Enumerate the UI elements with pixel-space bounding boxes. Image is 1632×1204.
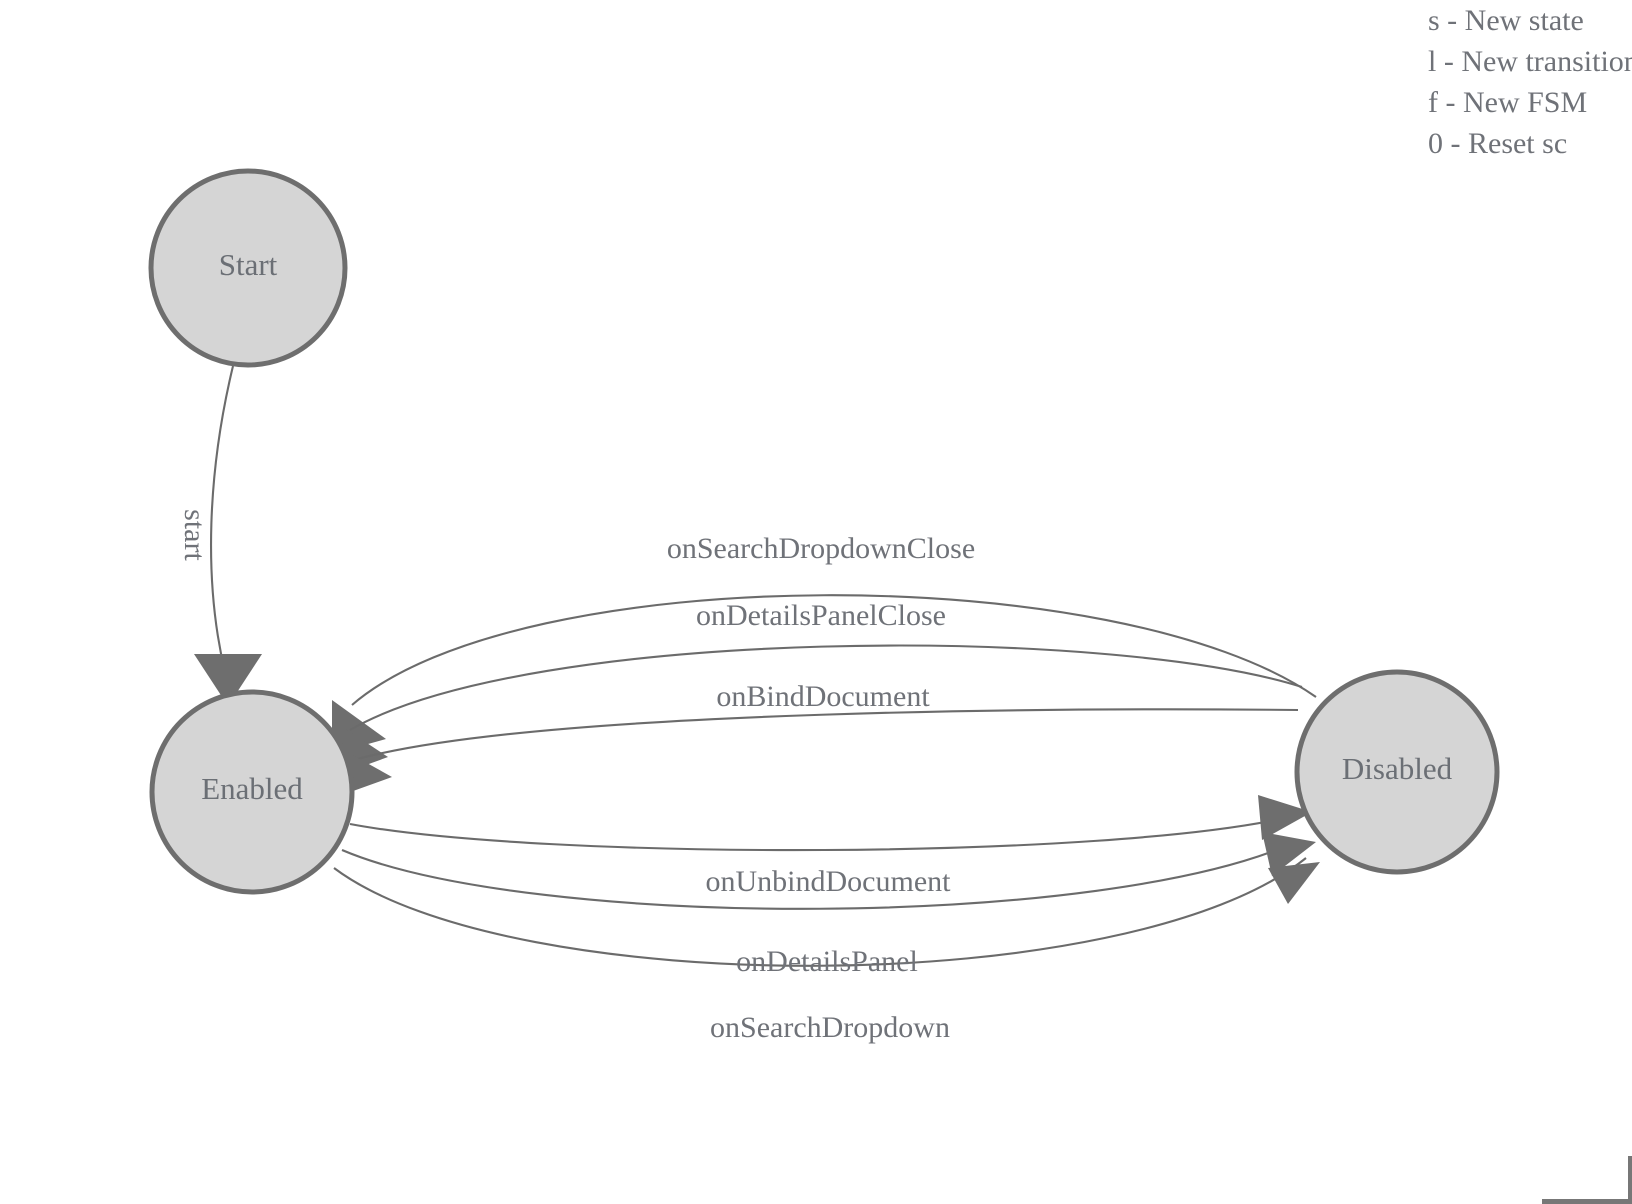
state-label-enabled: Enabled: [201, 771, 303, 806]
state-label-start: Start: [219, 247, 278, 282]
resize-handle-vertical-bar: [1628, 1156, 1632, 1204]
state-node-enabled[interactable]: Enabled: [149, 689, 355, 895]
transition-onsearchdropdown[interactable]: [333, 857, 1320, 967]
legend-line-new-state: s - New state: [1428, 4, 1584, 37]
transition-ondetailspanelclose-path[interactable]: [349, 644, 1303, 731]
transition-ondetailspanel-path[interactable]: [341, 839, 1301, 910]
transition-onbinddocument-path[interactable]: [353, 708, 1299, 762]
transition-label-onunbinddocument: onUnbindDocument: [706, 865, 952, 898]
state-label-disabled: Disabled: [1342, 751, 1453, 786]
transition-start-path[interactable]: [210, 365, 235, 673]
transition-onsearchdropdown-path[interactable]: [333, 857, 1307, 967]
transition-onsearchdropdown-arrowhead: [1268, 862, 1320, 904]
transition-ondetailspanel-arrowhead: [1262, 832, 1316, 876]
transition-onunbinddocument-arrowhead: [1258, 795, 1312, 840]
transition-onsearchdropdownclose-path[interactable]: [351, 594, 1317, 706]
state-circle-enabled[interactable]: [149, 689, 355, 895]
transition-label-ondetailspanelclose: onDetailsPanelClose: [696, 599, 946, 632]
transition-ondetailspanel[interactable]: [341, 832, 1316, 910]
state-node-disabled[interactable]: Disabled: [1294, 669, 1500, 875]
transition-start-arrowhead: [194, 654, 262, 706]
legend-line-reset-scale: 0 - Reset sc: [1428, 127, 1568, 160]
transition-onunbinddocument-path[interactable]: [349, 814, 1295, 852]
transition-label-ondetailspanel: onDetailsPanel: [736, 945, 918, 978]
canvas-resize-handle[interactable]: [1542, 1156, 1632, 1204]
legend-line-new-transition: l - New transition: [1428, 45, 1632, 78]
transition-onunbinddocument[interactable]: [349, 795, 1312, 852]
resize-handle-horizontal-bar: [1542, 1199, 1632, 1204]
transition-start[interactable]: [194, 365, 262, 706]
state-node-start[interactable]: Start: [148, 168, 348, 368]
state-circle-start[interactable]: [148, 168, 348, 368]
transition-onbinddocument[interactable]: [340, 708, 1299, 795]
state-circle-disabled[interactable]: [1294, 669, 1500, 875]
legend-line-new-fsm: f - New FSM: [1428, 86, 1588, 119]
transition-label-start: start: [178, 509, 211, 561]
transition-label-onsearchdropdownclose: onSearchDropdownClose: [667, 532, 975, 565]
transition-label-onsearchdropdown: onSearchDropdown: [710, 1011, 950, 1044]
transition-label-onbinddocument: onBindDocument: [716, 680, 930, 713]
legend-help-text: s - New state l - New transition f - New…: [1428, 0, 1632, 164]
